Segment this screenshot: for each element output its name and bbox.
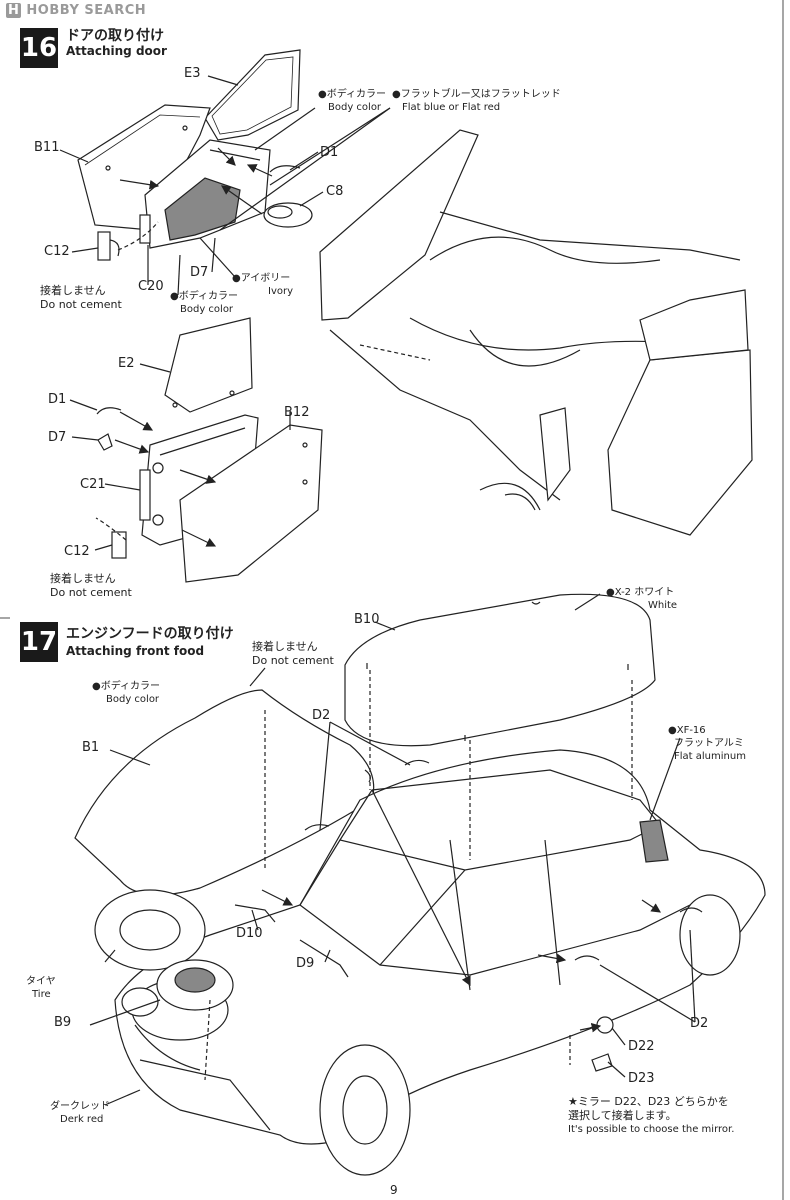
door-e2-window-drawing	[164, 317, 253, 413]
callout-white-jp: ●X-2 ホワイト	[606, 587, 675, 598]
part-d23-label: D23	[628, 1071, 655, 1086]
callout-ivory: ●アイボリー Ivory	[232, 272, 293, 298]
callout-body-color-bottom: ●ボディカラー Body color	[170, 290, 238, 316]
part-c20-label: C20	[138, 279, 164, 294]
step-17-title-en: Attaching front food	[66, 644, 205, 658]
part-c21-label: C21	[80, 477, 106, 492]
door-b11-panel-drawing	[77, 104, 211, 231]
callout-body-color-top: ●ボディカラー Body color	[318, 88, 386, 114]
step-16-title-en: Attaching door	[66, 44, 167, 58]
watermark-text: HOBBY SEARCH	[26, 3, 147, 18]
car-interior-cutaway-drawing	[319, 129, 753, 536]
part-b11-label: B11	[34, 140, 60, 155]
callout-tire-jp: タイヤ	[26, 976, 56, 987]
clip-c12-top-drawing	[97, 231, 120, 261]
part-c12-top-label: C12	[44, 244, 70, 259]
note-mirror-jp-2: 選択して接着します。	[568, 1109, 677, 1122]
callout-body-color-hood: ●ボディカラー Body color	[92, 680, 160, 706]
part-d7-bottom-label: D7	[48, 430, 67, 445]
callout-flat-jp: ●フラットブルー又はフラットレッド	[392, 89, 561, 100]
callout-body-color-hood-jp: ●ボディカラー	[92, 681, 161, 692]
door-e3-window-drawing	[204, 49, 301, 141]
door-handle-c8-drawing	[263, 202, 313, 228]
callout-body-color-hood-en: Body color	[106, 694, 160, 705]
leader-lines	[59, 75, 696, 1106]
arrows-step16-bottom	[95, 411, 217, 547]
page-number: 9	[390, 1183, 398, 1197]
callout-ivory-en: Ivory	[268, 286, 294, 297]
callout-tire: タイヤ Tire	[26, 975, 56, 1001]
watermark-logo: H	[6, 3, 22, 18]
arrows-step17	[204, 670, 661, 1081]
note-do-not-cement-hood: 接着しません Do not cement	[252, 640, 334, 668]
callout-dark-red: ダークレッド Derk red	[50, 1100, 110, 1126]
part-d1-bottom-label: D1	[48, 392, 67, 407]
note-do-not-cement-hood-en: Do not cement	[252, 654, 334, 667]
handles-d2-d9-d10-drawing	[234, 759, 703, 978]
note-do-not-cement-2-en: Do not cement	[50, 586, 132, 599]
part-d9-label: D9	[296, 956, 315, 971]
part-e2-label: E2	[118, 356, 135, 371]
part-b1-label: B1	[82, 740, 100, 755]
callout-body-color-top-en: Body color	[328, 102, 382, 113]
callout-flat-aluminum: ●XF-16 フラットアルミ Flat aluminum	[668, 724, 746, 763]
spare-tire-drawing	[94, 889, 206, 971]
note-do-not-cement-2-jp: 接着しません	[50, 572, 116, 585]
part-e3-label: E3	[184, 66, 201, 81]
callout-body-color-bottom-jp: ●ボディカラー	[170, 291, 239, 302]
callout-body-color-bottom-en: Body color	[180, 304, 234, 315]
step-17-title-jp: エンジンフードの取り付け	[66, 626, 234, 642]
callout-alu-jp: フラットアルミ	[674, 738, 744, 749]
part-d7-top-label: D7	[190, 265, 209, 280]
part-b10-label: B10	[354, 612, 380, 627]
step-16-number: 16	[20, 28, 58, 68]
arrows-step16-top	[117, 147, 273, 251]
step-17-number: 17	[20, 622, 58, 662]
note-do-not-cement-1-en: Do not cement	[40, 298, 122, 311]
callout-body-color-top-jp: ●ボディカラー	[318, 89, 387, 100]
step-16-title-jp: ドアの取り付け	[66, 28, 164, 44]
part-d2-right-label: D2	[690, 1016, 709, 1031]
part-b9-label: B9	[54, 1015, 72, 1030]
callout-flat-blue-red: ●フラットブルー又はフラットレッド Flat blue or Flat red	[392, 88, 561, 114]
part-c12-bottom-label: C12	[64, 544, 90, 559]
callout-white-en: White	[648, 600, 678, 611]
callout-dark-red-jp: ダークレッド	[50, 1101, 110, 1112]
watermark: H HOBBY SEARCH	[6, 3, 146, 18]
note-mirror-choice: ★ミラー D22、D23 どちらかを 選択して接着します。 It's possi…	[568, 1095, 734, 1137]
callout-alu-en: Flat aluminum	[674, 751, 746, 762]
note-do-not-cement-1-jp: 接着しません	[40, 284, 106, 297]
part-d2-top-label: D2	[312, 708, 331, 723]
note-do-not-cement-hood-jp: 接着しません	[252, 640, 318, 653]
callout-ivory-jp: ●アイボリー	[232, 273, 291, 284]
roof-b10-drawing	[344, 593, 656, 747]
air-filter-b9-drawing	[156, 959, 234, 1011]
callout-flat-en: Flat blue or Flat red	[402, 102, 501, 113]
parts-d1-d7-bottom-drawing	[96, 407, 127, 559]
part-d10-label: D10	[236, 926, 263, 941]
callout-white: ●X-2 ホワイト White	[606, 586, 677, 612]
callout-tire-en: Tire	[32, 989, 51, 1000]
part-d22-label: D22	[628, 1039, 655, 1054]
part-d1-top-label: D1	[320, 145, 339, 160]
callout-alu-code: ●XF-16	[668, 725, 706, 736]
note-mirror-en: It's possible to choose the mirror.	[568, 1124, 735, 1135]
note-do-not-cement-1: 接着しません Do not cement	[40, 284, 122, 312]
part-c8-label: C8	[326, 184, 344, 199]
part-b12-label: B12	[284, 405, 310, 420]
note-do-not-cement-2: 接着しません Do not cement	[50, 572, 132, 600]
note-mirror-jp-1: ★ミラー D22、D23 どちらかを	[568, 1095, 729, 1108]
callout-dark-red-en: Derk red	[60, 1114, 104, 1125]
